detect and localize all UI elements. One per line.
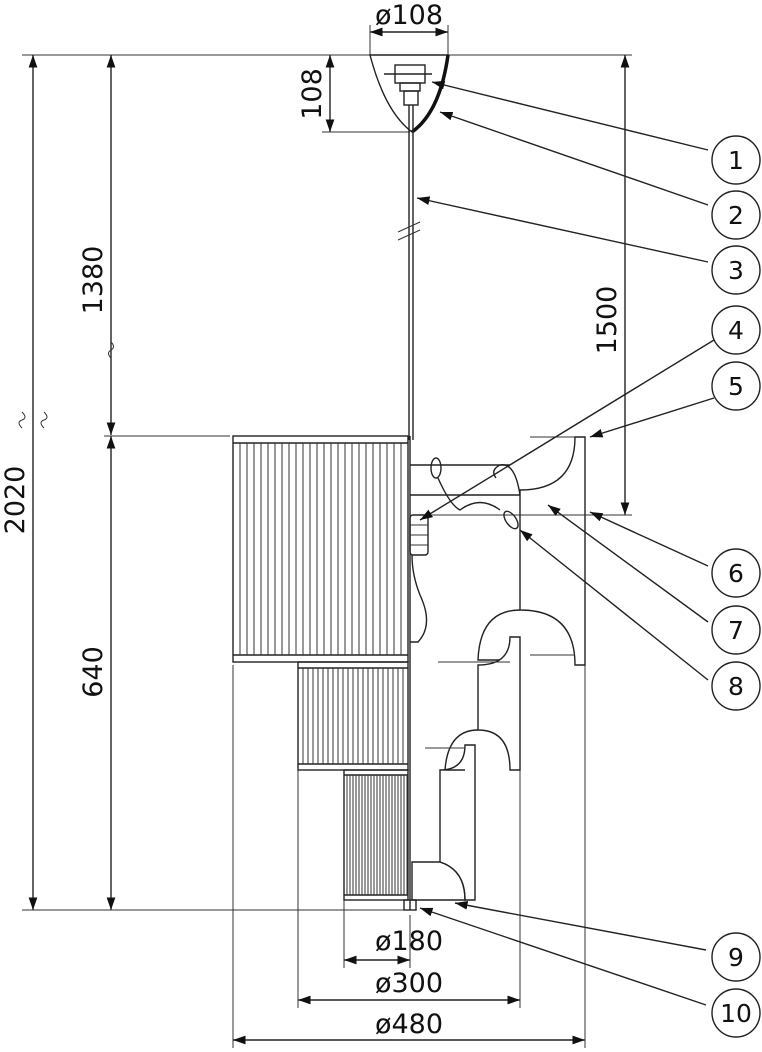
shade-medium xyxy=(297,661,409,771)
callout-6: 6 xyxy=(728,559,744,588)
leader-lines xyxy=(416,80,715,1006)
section-frame xyxy=(403,436,586,911)
dim-suspension-height: 1500 xyxy=(592,286,623,355)
callout-7: 7 xyxy=(728,616,744,645)
shade-small xyxy=(343,769,409,901)
dim-diameter-medium: ø300 xyxy=(375,968,443,999)
callout-8: 8 xyxy=(728,672,744,701)
dim-overall-height: 2020 xyxy=(0,466,31,535)
callout-9: 9 xyxy=(728,943,744,972)
callout-2: 2 xyxy=(728,201,744,230)
dim-lower-height: 640 xyxy=(78,646,109,698)
ceiling-canopy xyxy=(369,54,450,134)
dim-canopy-height: 108 xyxy=(297,68,328,120)
callout-4: 4 xyxy=(728,316,744,345)
dim-top-diameter: ø108 xyxy=(375,0,443,31)
callout-5: 5 xyxy=(728,372,744,401)
dim-diameter-large: ø480 xyxy=(375,1009,443,1040)
callout-1: 1 xyxy=(728,146,744,175)
lamp-bulb xyxy=(409,514,429,643)
callout-10: 10 xyxy=(720,999,752,1028)
dimension-lines xyxy=(18,25,632,1048)
suspension-cable xyxy=(397,105,421,440)
callout-bubbles: 1 2 3 4 5 6 7 8 9 10 xyxy=(711,135,761,1038)
callout-3: 3 xyxy=(728,256,744,285)
shade-large xyxy=(232,435,409,663)
dimension-labels: ø108 108 2020 1380 640 1500 ø180 ø300 ø4… xyxy=(0,0,623,1040)
dim-diameter-small: ø180 xyxy=(375,926,443,957)
dim-cable-length: 1380 xyxy=(78,246,109,315)
